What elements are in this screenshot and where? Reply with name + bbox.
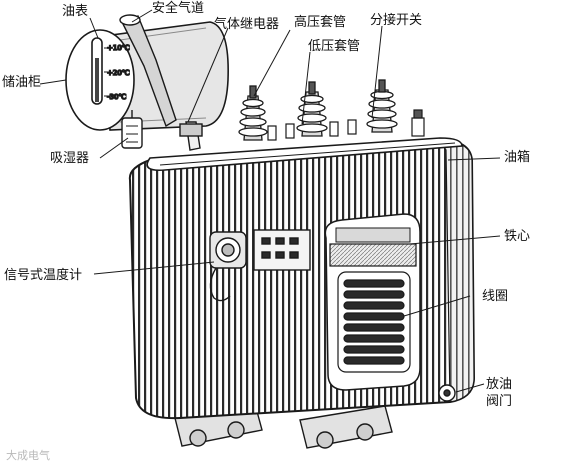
control-panel bbox=[253, 229, 311, 271]
label-drain-valve: 放油 bbox=[486, 377, 513, 392]
core-yoke bbox=[329, 243, 417, 267]
tap-changer-part bbox=[411, 109, 425, 137]
cutaway-core-winding bbox=[324, 213, 421, 391]
lv-bushings bbox=[267, 119, 357, 141]
gauge-mark-1: +10℃ bbox=[107, 44, 130, 52]
label-drain-valve-2: 阀门 bbox=[486, 394, 513, 409]
gauge-mark-2: +20℃ bbox=[107, 69, 130, 77]
leader-lines bbox=[39, 9, 501, 393]
safety-vent-pipe bbox=[119, 14, 177, 128]
drain-valve-part bbox=[438, 384, 456, 402]
watermark: 大成电气 bbox=[6, 449, 50, 462]
signal-thermometer bbox=[209, 231, 247, 302]
label-oil-tank: 油箱 bbox=[504, 150, 531, 165]
label-hv-bushing: 高压套管 bbox=[294, 15, 347, 30]
gas-relay-pipe bbox=[179, 121, 203, 151]
label-conservator: 储油柜 bbox=[2, 75, 42, 90]
label-breather: 吸湿器 bbox=[50, 151, 90, 166]
gauge-mark-3: -30℃ bbox=[107, 93, 126, 101]
label-winding: 线圈 bbox=[482, 289, 509, 304]
hv-bushings bbox=[238, 79, 398, 141]
label-oil-gauge: 油表 bbox=[62, 4, 89, 19]
label-lv-bushing: 低压套管 bbox=[308, 39, 361, 54]
label-tap-changer: 分接开关 bbox=[370, 13, 423, 28]
label-safety-vent: 安全气道 bbox=[152, 1, 205, 16]
breather-part bbox=[121, 110, 143, 149]
label-signal-thermometer: 信号式温度计 bbox=[4, 268, 83, 283]
label-core: 铁心 bbox=[504, 229, 531, 244]
winding-coils bbox=[337, 271, 411, 373]
oil-tank-body bbox=[128, 137, 476, 420]
label-gas-relay: 气体继电器 bbox=[214, 17, 280, 32]
